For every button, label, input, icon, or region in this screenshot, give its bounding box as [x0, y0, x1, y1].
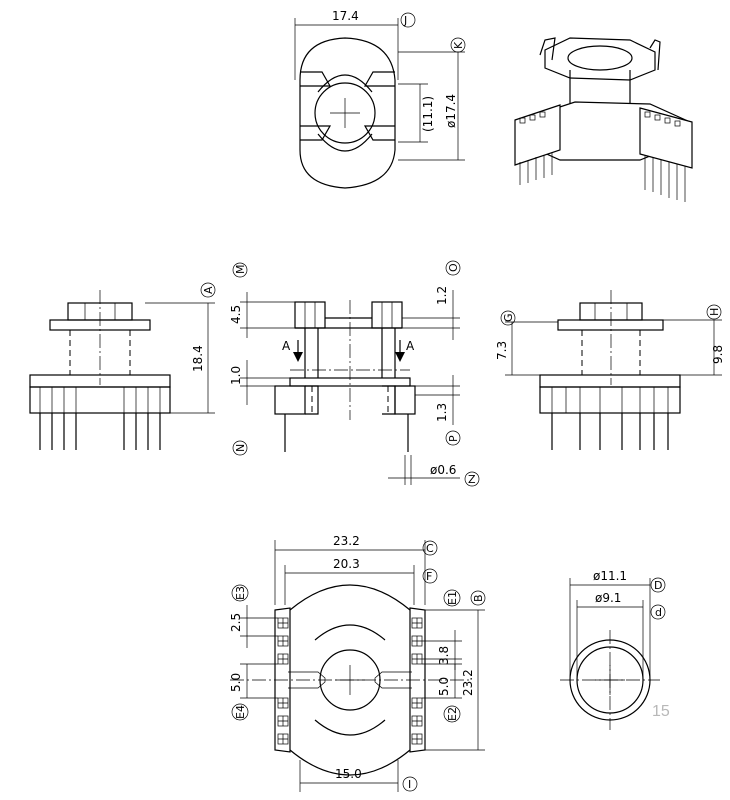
callout-p: P: [447, 435, 460, 442]
callout-j: J: [403, 14, 407, 27]
dim-flange-top: 4.5: [229, 305, 243, 324]
dim-bot-inner: 20.3: [333, 557, 360, 571]
callout-f: F: [426, 570, 432, 583]
callout-b: B: [472, 594, 485, 602]
dim-bot-span: 15.0: [335, 767, 362, 781]
dim-core-inner: ø9.1: [595, 591, 621, 605]
callout-h: H: [708, 308, 721, 316]
core-tube-view: ø11.1 D ø9.1 d: [560, 569, 666, 730]
section-view: A A 4.5 1.0 M N 1.2 1.: [229, 260, 480, 487]
callout-k: K: [452, 41, 465, 49]
callout-d-upper: D: [654, 579, 662, 592]
section-label-right: A: [406, 339, 415, 353]
callout-m: M: [234, 265, 247, 275]
dim-bot-pitch: 2.5: [229, 613, 243, 632]
top-view: 17.4 J (11.1) ø17.4 K: [294, 9, 466, 189]
page-number: 15: [652, 703, 670, 720]
callout-e1: E1: [446, 591, 459, 605]
dim-bot-width: 23.2: [333, 534, 360, 548]
callout-e3: E3: [234, 586, 247, 600]
callout-z: Z: [468, 473, 476, 486]
callout-e2: E2: [446, 707, 459, 721]
callout-o: O: [447, 263, 460, 272]
dim-right-h2: 9.8: [711, 345, 725, 364]
dim-lead-bottom: 1.3: [435, 403, 449, 422]
dim-core-outer: ø11.1: [593, 569, 627, 583]
isometric-view: [514, 37, 693, 202]
side-view-right: 7.3 G 9.8 H: [495, 290, 725, 450]
dim-side-height: 18.4: [191, 345, 205, 372]
dim-bot-gap-right: 5.0: [437, 677, 451, 696]
callout-c: C: [426, 542, 434, 555]
callout-a: A: [202, 286, 215, 294]
dim-top-inner: (11.1): [421, 96, 435, 132]
dim-bot-row: 3.8: [437, 646, 451, 665]
callout-n: N: [234, 444, 247, 452]
dim-bot-gap-left: 5.0: [229, 673, 243, 692]
dim-top-width: 17.4: [332, 9, 359, 23]
dim-pin-dia: ø0.6: [430, 463, 456, 477]
callout-e4: E4: [234, 705, 247, 719]
dim-flange-gap: 1.0: [229, 366, 243, 385]
front-view-left: 18.4 A: [29, 282, 216, 450]
dim-bot-height: 23.2: [461, 669, 475, 696]
bottom-view: 23.2 C 20.3 F 2.5 5.0 E3 E4 3.8 5.0: [229, 534, 486, 792]
dim-lead-top: 1.2: [435, 286, 449, 305]
dim-top-dia: ø17.4: [444, 94, 458, 128]
callout-i: I: [408, 778, 411, 791]
section-label-left: A: [282, 339, 291, 353]
callout-d-lower: d: [655, 606, 662, 619]
callout-g: G: [502, 313, 515, 322]
dim-right-h1: 7.3: [495, 341, 509, 360]
